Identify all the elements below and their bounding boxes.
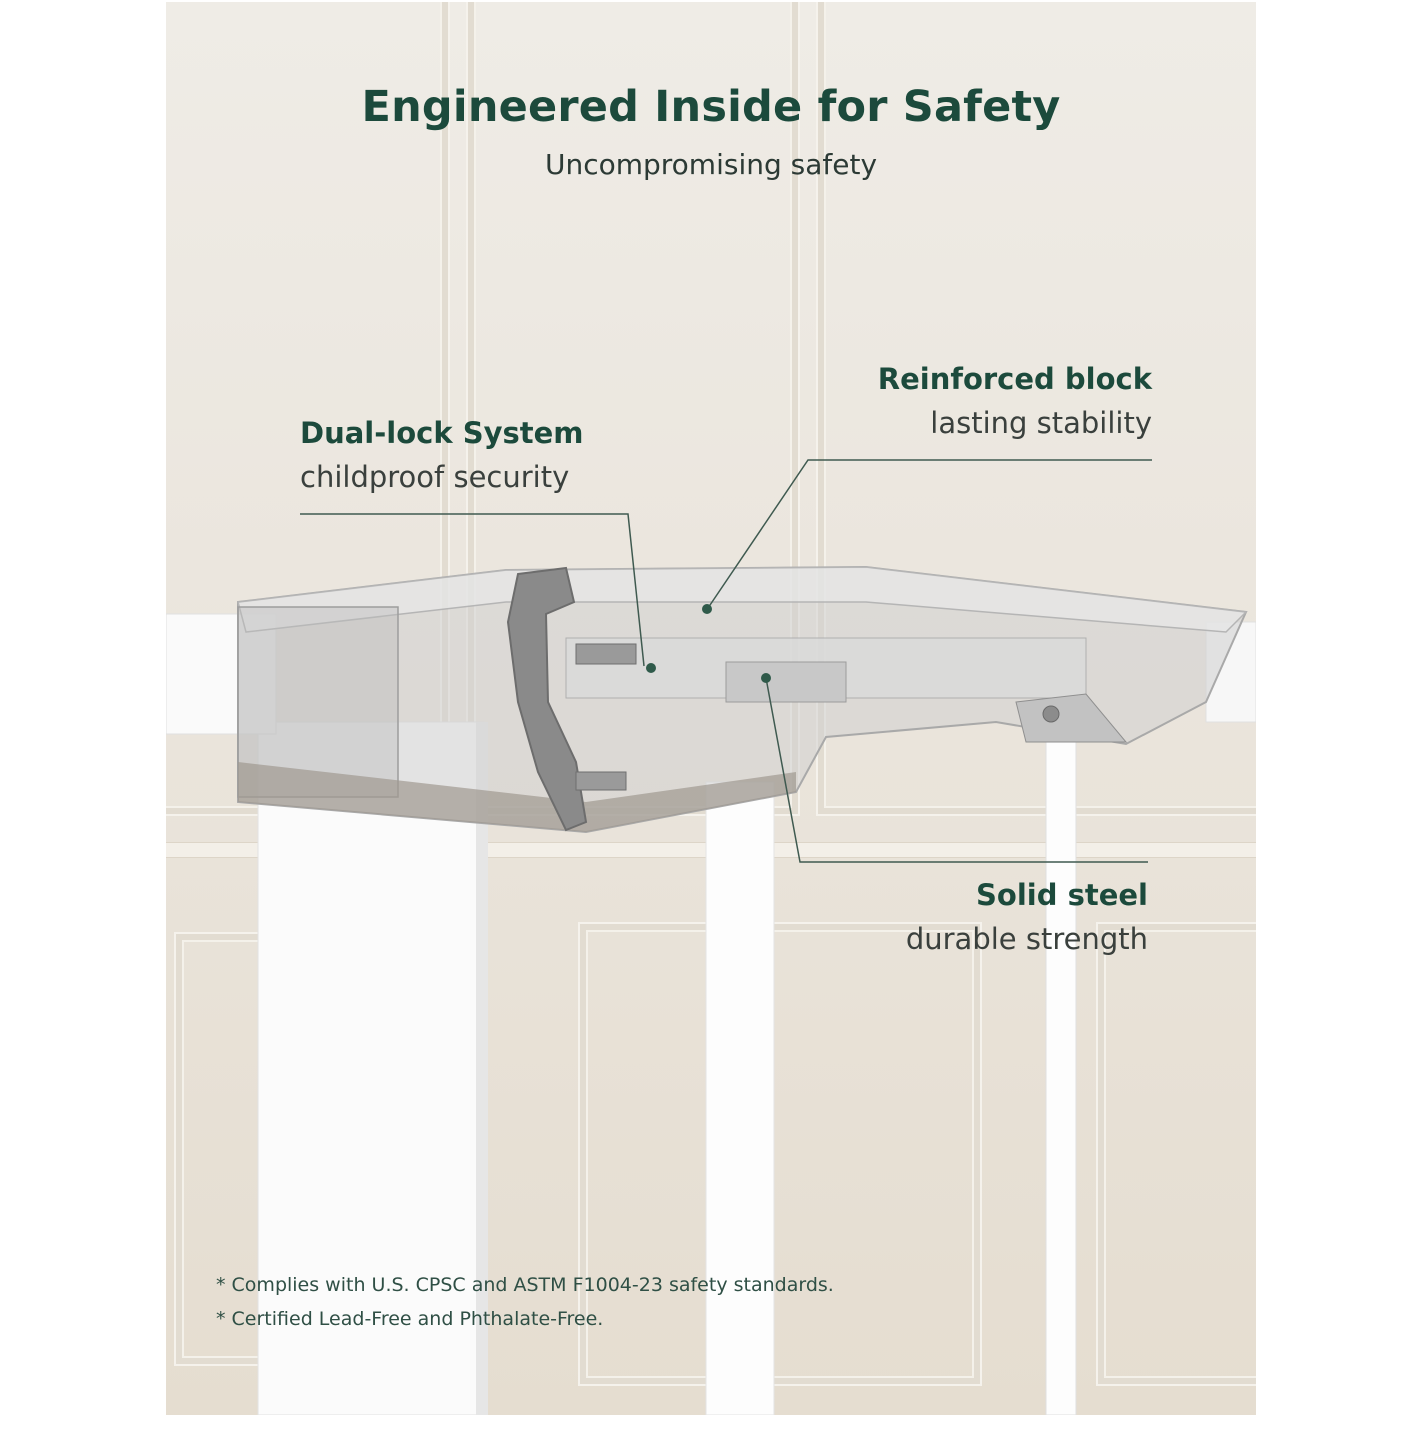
lock-housing-bottom	[238, 762, 796, 832]
wall-panel	[578, 922, 982, 1386]
steel-block	[725, 661, 847, 703]
lock-lever	[506, 566, 588, 832]
callout-steel-heading: Solid steel	[976, 878, 1148, 912]
product-infographic: Engineered Inside for Safety Uncompromis…	[166, 2, 1256, 1415]
wall-panel	[816, 2, 1256, 816]
callout-dot-dual-lock	[646, 663, 656, 673]
page-subtitle: Uncompromising safety	[544, 148, 878, 181]
callout-line-dual-lock	[300, 513, 645, 667]
page-title: Engineered Inside for Safety	[361, 82, 1061, 132]
callout-dot-steel	[761, 673, 771, 683]
callout-dual-lock-heading: Dual-lock System	[300, 416, 584, 450]
lock-housing-top	[237, 566, 1248, 633]
gate-post	[705, 781, 775, 1415]
certification-note: * Certified Lead-Free and Phthalate-Free…	[216, 1308, 604, 1330]
callout-line-reinforced	[707, 459, 1152, 609]
latch-bolt	[1042, 705, 1060, 723]
callout-reinforced-heading: Reinforced block	[877, 362, 1152, 396]
gate-illustration	[166, 459, 1256, 1415]
callout-line-steel	[765, 677, 1148, 863]
callout-reinforced-subtext: lasting stability	[930, 406, 1152, 440]
gate-post	[476, 722, 488, 1415]
compliance-note: * Complies with U.S. CPSC and ASTM F1004…	[216, 1274, 834, 1296]
gate-post	[257, 721, 485, 1415]
callout-dot-reinforced	[702, 604, 712, 614]
callout-steel-subtext: durable strength	[905, 922, 1148, 956]
callout-dual-lock-subtext: childproof security	[300, 460, 570, 494]
latch-plate	[1015, 693, 1128, 743]
wall-panel	[1096, 922, 1256, 1386]
lock-screw	[575, 643, 637, 665]
gate-post	[1045, 711, 1077, 1415]
lock-screw	[575, 771, 627, 791]
